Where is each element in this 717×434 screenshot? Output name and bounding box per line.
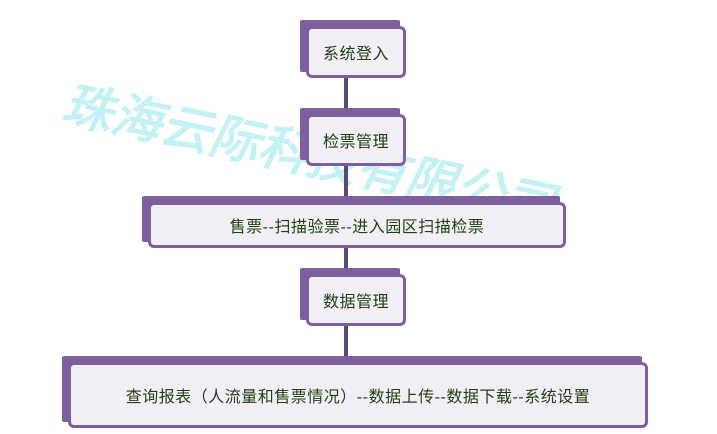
- node-reports-and-data-functions-label: 查询报表（人流量和售票情况）--数据上传--数据下载--系统设置: [68, 362, 648, 428]
- node-ticket-check-management: 检票管理: [300, 108, 406, 166]
- connector-3-4: [344, 246, 348, 270]
- node-ticket-sales-flow-label: 售票--扫描验票--进入园区扫描检票: [148, 202, 566, 248]
- node-reports-and-data-functions: 查询报表（人流量和售票情况）--数据上传--数据下载--系统设置: [62, 356, 648, 428]
- node-data-management: 数据管理: [300, 268, 406, 326]
- watermark: 珠海云际科技有限公司: [58, 60, 680, 290]
- node-data-management-label: 数据管理: [306, 274, 406, 326]
- node-system-login-label: 系统登入: [306, 26, 406, 78]
- node-system-login: 系统登入: [300, 20, 406, 78]
- connector-2-3: [344, 158, 348, 198]
- node-ticket-check-management-label: 检票管理: [306, 114, 406, 166]
- connector-1-2: [344, 72, 348, 112]
- connector-4-5: [344, 326, 348, 356]
- node-ticket-sales-flow: 售票--扫描验票--进入园区扫描检票: [142, 196, 566, 248]
